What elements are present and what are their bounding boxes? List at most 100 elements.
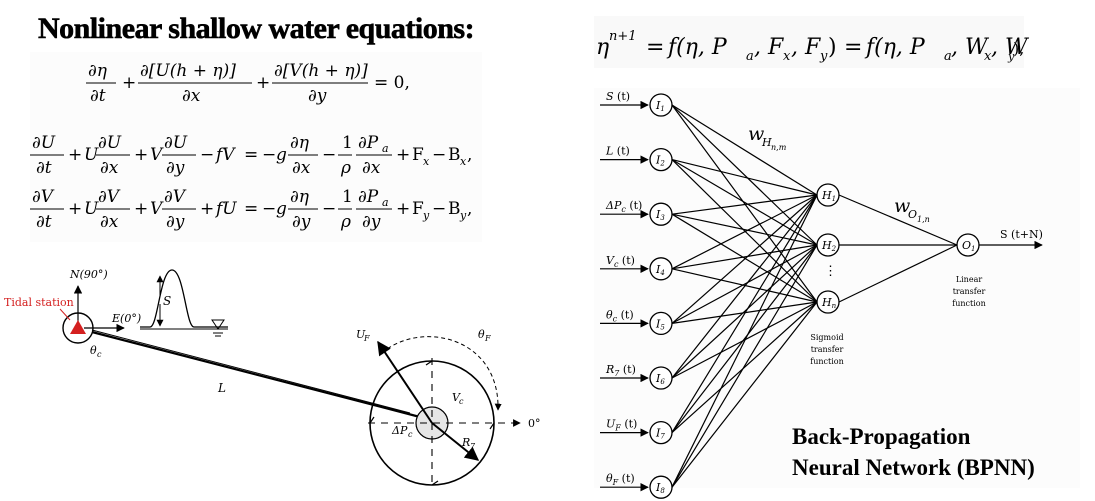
vc-label: V [452, 391, 461, 404]
output-label: S (t+N) [1000, 228, 1043, 241]
connection-input-7-hidden-2 [671, 244, 818, 433]
linear-line-1: Linear [956, 275, 983, 284]
formula-expr1: f(η, P [666, 35, 728, 60]
weight-o-label: w O 1,n [894, 195, 930, 224]
svg-text:=: = [844, 35, 862, 60]
svg-text:I8: I8 [655, 481, 665, 495]
momentum-y-equation: ∂V ∂t + U ∂V ∂x + V ∂V ∂y + fU = − g ∂η … [30, 187, 472, 232]
mx-g-num: ∂P [358, 133, 379, 153]
output-node: O1 [956, 233, 980, 257]
weight-h-label: w H n,m [748, 123, 787, 152]
my-g-den: ∂y [362, 212, 381, 232]
connection-input-8-hidden-2 [671, 244, 818, 488]
connection-input-8-hidden-3 [671, 301, 818, 488]
svg-text:+: + [134, 145, 148, 165]
svg-text:I2: I2 [655, 154, 665, 168]
input-label-2: L (t) [605, 145, 630, 158]
weight-h-sub: H [761, 136, 772, 149]
bpnn-title-line-2: Neural Network (BPNN) [792, 455, 1035, 480]
mx-tail-sub: x [423, 155, 430, 168]
connection-hidden-3-output [838, 244, 958, 303]
bpnn-title-line-1: Back-Propagation [792, 424, 971, 449]
my-b-num: ∂V [98, 187, 121, 207]
svg-text:−: − [262, 199, 276, 219]
theta-f-arc [381, 336, 502, 411]
tidal-station-marker-icon [70, 320, 86, 334]
connection-input-4-hidden-1 [671, 194, 818, 270]
input-node-1: I1 [649, 93, 673, 117]
svg-text:I4: I4 [655, 263, 665, 277]
formula-eta: η [596, 35, 609, 60]
my-c-pre: V [150, 199, 164, 219]
svg-text:−: − [322, 145, 336, 165]
svg-text:,: , [467, 199, 472, 219]
formula-pa-sub-2: a [944, 49, 952, 64]
my-a-den: ∂t [36, 212, 52, 232]
my-e-den: ∂y [292, 212, 311, 232]
formula-wy-sub: y [1007, 50, 1015, 63]
connection-input-6-hidden-2 [671, 244, 818, 379]
dpc-label: ΔP [391, 424, 408, 437]
svg-text:+: + [134, 199, 148, 219]
continuity-equation: ∂η ∂t + ∂[U(h + η)] ∂x + ∂[V(h + η)] ∂y … [86, 61, 410, 106]
radius-r7-arrow [431, 422, 480, 461]
weight-h: w [748, 123, 764, 145]
my-c-den: ∂y [166, 212, 185, 232]
svg-text:−: − [432, 199, 446, 219]
input-label-6: R7 (t) [605, 363, 636, 378]
mx-a-num: ∂U [32, 133, 56, 153]
distance-label: L [217, 381, 226, 395]
mx-f-num: 1 [342, 133, 353, 153]
sigmoid-line-1: Sigmoid [810, 333, 843, 342]
formula-expr1c: , F [791, 35, 821, 60]
formula-expr2c: , W [991, 35, 1030, 60]
hidden-dots: ⋮ [824, 264, 837, 279]
cont-t2-num: ∂[U(h + η)] [140, 61, 236, 81]
weight-o: w [894, 195, 910, 217]
input-label-8: θF (t) [606, 472, 635, 487]
distance-line [91, 330, 421, 419]
my-f-num: 1 [342, 187, 353, 207]
tidal-station-label: Tidal station [4, 296, 74, 309]
equations-panel: ∂η ∂t + ∂[U(h + η)] ∂x + ∂[V(h + η)] ∂y … [30, 52, 482, 242]
connection-input-2-hidden-2 [671, 159, 818, 246]
input-node-5: I5 [649, 311, 673, 336]
svg-text:I7: I7 [655, 427, 665, 441]
zero-degree-label: 0° [528, 417, 541, 430]
svg-text:+: + [68, 199, 82, 219]
svg-text:−: − [432, 145, 446, 165]
theta-c-sub: c [97, 350, 102, 359]
my-tail: F [412, 199, 424, 219]
tidal-station-circle [62, 312, 94, 344]
cont-rhs: = 0, [374, 73, 410, 93]
input-node-3: I3 [649, 202, 673, 226]
svg-text:+: + [68, 145, 82, 165]
formula-fx-sub: x [783, 49, 791, 64]
dpc-sub: c [408, 430, 413, 439]
theta-c-label: θ [90, 344, 97, 357]
connection-input-7-hidden-1 [671, 194, 818, 433]
mx-b-den: ∂x [100, 158, 119, 178]
my-tail-sub: y [422, 209, 430, 222]
function-formula-panel: η n+1 = f(η, P a , F x , F y ) = f(η, P … [594, 16, 1030, 68]
connection-input-1-hidden-2 [671, 104, 818, 246]
mx-tail: F [412, 145, 424, 165]
formula-pa-sub: a [746, 49, 754, 64]
r7-sub: 7 [470, 442, 476, 451]
sigmoid-line-2: transfer [811, 345, 844, 354]
mx-f-den: ρ [340, 158, 351, 178]
tidal-station-leader [59, 308, 71, 321]
linear-caption: Linear transfer function [952, 275, 986, 308]
my-f-den: ρ [340, 212, 351, 232]
cont-t1-den: ∂t [90, 86, 106, 106]
svg-text:I6: I6 [655, 372, 665, 386]
formula-wx-sub: x [984, 49, 992, 64]
connection-hidden-1-output [838, 194, 958, 246]
weight-h-subsub: n,m [771, 143, 787, 152]
surge-label: S [163, 294, 171, 308]
mx-c-den: ∂y [166, 158, 185, 178]
input-label-1: S (t) [606, 90, 630, 103]
input-label-7: UF (t) [606, 418, 637, 433]
connection-input-1-hidden-1 [671, 104, 818, 196]
forward-speed-arrow [377, 340, 433, 424]
